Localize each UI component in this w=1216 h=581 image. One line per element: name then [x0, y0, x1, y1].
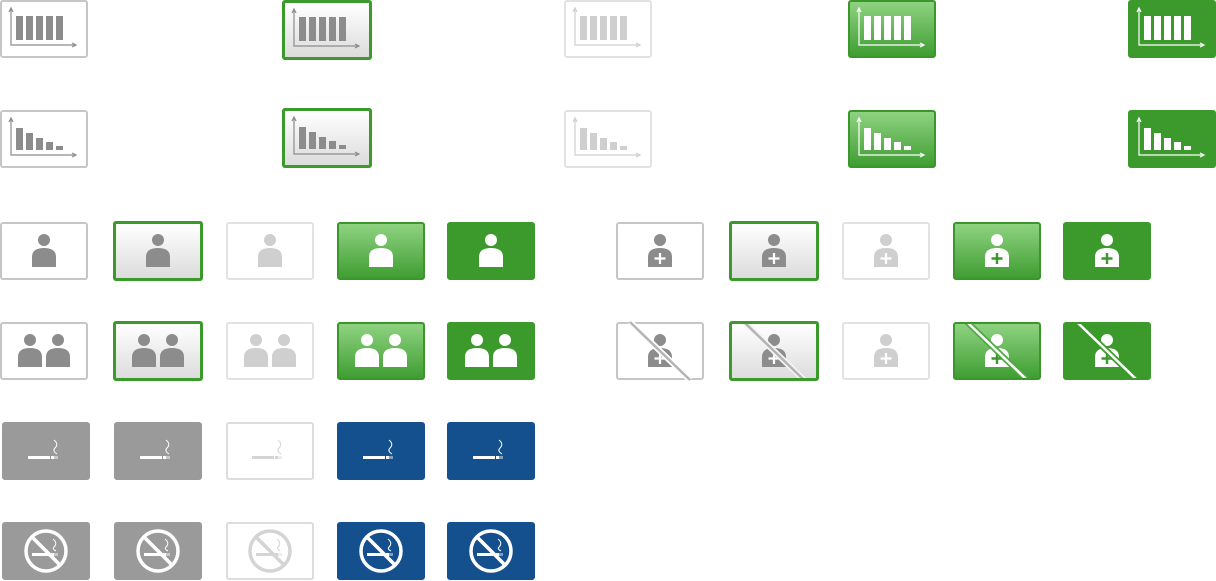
no-smoking-button-normal[interactable] [2, 522, 90, 580]
medical-person-button-hover[interactable] [729, 221, 819, 281]
two-people-icon [465, 334, 517, 367]
two-people-icon [132, 334, 184, 367]
no-smoking-icon [469, 529, 513, 573]
no-medical-person-icon [627, 319, 693, 383]
cigarette-icon [363, 439, 393, 459]
two-people-button-hover[interactable] [113, 321, 203, 381]
person-button-hover[interactable] [113, 221, 203, 281]
smoking-button-disabled [226, 422, 314, 480]
two-people-button-disabled [226, 322, 314, 380]
person-button-selected[interactable] [447, 222, 535, 280]
no-medical-person-button-pressed[interactable] [953, 322, 1041, 380]
no-medical-person-button-normal[interactable] [616, 319, 704, 383]
person-icon [258, 234, 282, 267]
no-smoking-button-disabled [226, 522, 314, 580]
no-medical-person-button-disabled [842, 322, 930, 380]
two-people-button-selected[interactable] [447, 322, 535, 380]
no-smoking-button-hover[interactable] [114, 522, 202, 580]
person-icon [146, 234, 170, 267]
bar-chart-icon [291, 7, 361, 49]
two-people-icon [18, 334, 70, 367]
bar-chart-button-normal[interactable] [0, 0, 88, 58]
two-people-button-pressed[interactable] [337, 322, 425, 380]
bar-chart-button-hover[interactable] [282, 0, 372, 60]
bar-chart-button-pressed[interactable] [848, 0, 936, 58]
two-people-icon [355, 334, 407, 367]
descending-bar-chart-icon [291, 115, 361, 157]
person-button-normal[interactable] [0, 222, 88, 280]
bar-chart-button-selected[interactable] [1128, 0, 1216, 58]
cigarette-icon [28, 439, 58, 459]
medical-person-button-disabled [842, 222, 930, 280]
no-smoking-button-selected[interactable] [447, 522, 535, 580]
descending-bar-chart-icon [856, 116, 926, 158]
cigarette-icon [473, 439, 503, 459]
bar-chart-icon [1136, 6, 1206, 48]
medical-person-icon [874, 234, 898, 267]
no-medical-person-icon [964, 324, 1030, 378]
medical-person-icon [1095, 234, 1119, 267]
no-medical-person-button-hover[interactable] [729, 321, 819, 381]
bar-chart-icon [856, 6, 926, 48]
person-icon [369, 234, 393, 267]
smoking-button-hover[interactable] [114, 422, 202, 480]
no-medical-person-icon [874, 334, 898, 367]
cigarette-icon [252, 439, 282, 459]
medical-person-button-normal[interactable] [616, 222, 704, 280]
medical-person-icon [648, 234, 672, 267]
no-smoking-button-pressed[interactable] [337, 522, 425, 580]
person-button-disabled [226, 222, 314, 280]
descending-chart-button-pressed[interactable] [848, 110, 936, 168]
smoking-button-selected[interactable] [447, 422, 535, 480]
no-smoking-icon [248, 529, 292, 573]
descending-chart-button-hover[interactable] [282, 108, 372, 168]
person-icon [479, 234, 503, 267]
bar-chart-icon [572, 6, 642, 48]
medical-person-icon [762, 234, 786, 267]
medical-person-icon [985, 234, 1009, 267]
descending-chart-button-selected[interactable] [1128, 110, 1216, 168]
descending-bar-chart-icon [572, 116, 642, 158]
person-button-pressed[interactable] [337, 222, 425, 280]
no-medical-person-icon [741, 324, 807, 378]
descending-chart-button-normal[interactable] [0, 110, 88, 168]
medical-person-button-pressed[interactable] [953, 222, 1041, 280]
cigarette-icon [140, 439, 170, 459]
no-smoking-icon [359, 529, 403, 573]
descending-bar-chart-icon [1136, 116, 1206, 158]
person-icon [32, 234, 56, 267]
descending-chart-button-disabled [564, 110, 652, 168]
no-smoking-icon [24, 529, 68, 573]
two-people-button-normal[interactable] [0, 322, 88, 380]
two-people-icon [244, 334, 296, 367]
no-medical-person-icon [1074, 324, 1140, 378]
medical-person-button-selected[interactable] [1063, 222, 1151, 280]
smoking-button-normal[interactable] [2, 422, 90, 480]
bar-chart-icon [8, 6, 78, 48]
descending-bar-chart-icon [8, 116, 78, 158]
no-medical-person-button-selected[interactable] [1063, 322, 1151, 380]
no-smoking-icon [136, 529, 180, 573]
smoking-button-pressed[interactable] [337, 422, 425, 480]
bar-chart-button-disabled [564, 0, 652, 58]
